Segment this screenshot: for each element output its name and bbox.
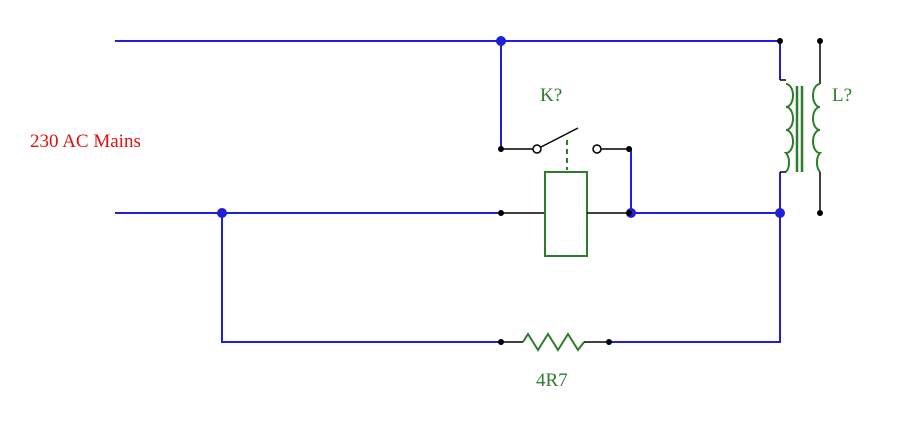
inductor-l: [780, 41, 823, 213]
pin-marker: [626, 210, 632, 216]
pin-marker: [498, 339, 504, 345]
relay-contact-terminal-left: [532, 144, 542, 154]
pin-marker: [498, 146, 504, 152]
inductor-secondary-winding: [812, 83, 823, 173]
relay-contact-blade: [540, 127, 579, 148]
source-label: 230 AC Mains: [30, 131, 141, 152]
relay-k: [501, 127, 629, 257]
pin-marker: [498, 210, 504, 216]
resistor-body: [522, 332, 585, 352]
junction-dot: [775, 208, 785, 218]
junction-dot: [496, 36, 506, 46]
inductor-label: L?: [832, 85, 852, 106]
pin-marker: [817, 38, 823, 44]
wire-bottom-loop-left: [221, 213, 501, 343]
wires: [115, 40, 781, 343]
relay-contact-terminal-right: [592, 144, 602, 154]
relay-label: K?: [540, 85, 562, 106]
resistor-4r7: [501, 332, 609, 352]
inductor-primary-winding: [783, 83, 794, 173]
pin-marker: [606, 339, 612, 345]
relay-coil: [544, 171, 588, 257]
wire-bottom-loop-right: [609, 213, 781, 343]
pin-marker: [626, 146, 632, 152]
junction-dot: [217, 208, 227, 218]
pin-marker: [777, 38, 783, 44]
resistor-label: 4R7: [536, 370, 568, 391]
pin-marker: [817, 210, 823, 216]
wire-switch-return: [629, 148, 632, 213]
pin-markers: [498, 38, 823, 345]
